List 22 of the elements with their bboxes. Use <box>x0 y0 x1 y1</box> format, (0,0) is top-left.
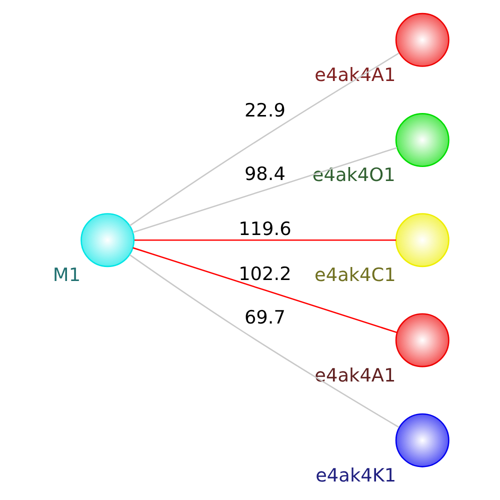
node-label: M1 <box>52 265 80 286</box>
node-circle <box>80 213 134 268</box>
connector <box>132 247 397 334</box>
connector <box>128 52 399 226</box>
edge-label: 119.6 <box>238 219 291 240</box>
connector <box>128 254 399 428</box>
node-label: e4ak4O1 <box>312 165 395 186</box>
node-label: e4ak4K1 <box>315 465 396 486</box>
node-circle <box>394 113 449 168</box>
node-circle <box>394 12 449 67</box>
node-label: e4ak4C1 <box>314 265 396 286</box>
edge-label: 22.9 <box>244 100 286 122</box>
node-circle <box>394 213 449 268</box>
connector <box>134 239 396 241</box>
edge-label: 98.4 <box>244 164 286 185</box>
node-label: e4ak4A1 <box>314 65 396 86</box>
edge-label: 69.7 <box>244 307 286 328</box>
node-label: e4ak4A1 <box>314 365 396 386</box>
edge-label: 102.2 <box>238 264 291 285</box>
node-circle <box>394 413 449 468</box>
connector <box>132 147 397 234</box>
node-circle <box>394 313 449 368</box>
